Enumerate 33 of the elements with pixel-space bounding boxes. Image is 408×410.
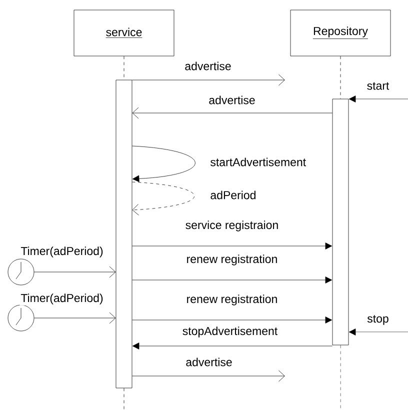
edge-label: start xyxy=(366,81,390,91)
message-arrow xyxy=(132,370,285,382)
message-arrow xyxy=(34,312,116,324)
message-arrow xyxy=(132,242,332,250)
message-arrow xyxy=(132,107,332,119)
edge-label: service registraion xyxy=(184,220,280,232)
edge-label: stop xyxy=(366,314,390,326)
message-arrow xyxy=(34,266,116,278)
clock-icon xyxy=(8,258,34,286)
clock-icon xyxy=(8,304,34,332)
edge-label: advertise xyxy=(208,94,256,106)
edge-label: advertise xyxy=(184,356,234,368)
self-message-arrow xyxy=(132,146,196,182)
lifeline-head-box: Repository xyxy=(290,10,391,56)
message-arrow xyxy=(132,74,285,86)
activation-bar xyxy=(332,98,349,346)
message-arrow xyxy=(132,316,332,324)
self-message-arrow xyxy=(132,182,195,216)
edge-label: Timer(adPeriod) xyxy=(20,292,104,306)
edge-label: advertise xyxy=(184,60,232,72)
edge-label: stopAdvertisement xyxy=(181,326,279,338)
activation-bar xyxy=(116,80,132,388)
message-arrow xyxy=(348,96,408,102)
edge-label: Timer(adPeriod) xyxy=(20,246,104,258)
message-arrow xyxy=(348,328,408,336)
lifeline xyxy=(340,56,341,99)
lifeline-head-box: service xyxy=(74,10,174,56)
message-arrow xyxy=(132,342,332,350)
message-arrow xyxy=(132,276,332,284)
edge-label: adPeriod xyxy=(209,190,258,200)
edge-label: startAdvertisement xyxy=(209,156,308,168)
edge-label: renew registration xyxy=(185,254,279,266)
edge-label: renew registration xyxy=(185,294,279,306)
